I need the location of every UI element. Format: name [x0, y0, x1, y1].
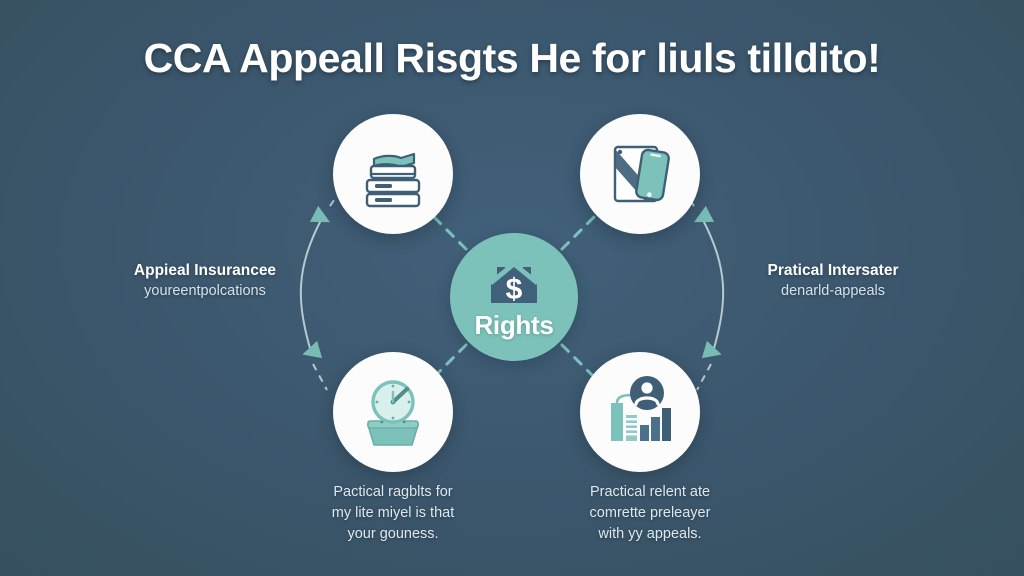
svg-text:$: $	[506, 273, 523, 306]
arc-left-tail-bottom	[312, 363, 328, 391]
caption-left: Appieal Insurancee youreentpolcations	[100, 260, 310, 302]
arc-right	[694, 205, 725, 359]
caption-bottom-right-line1: Practical relent ate	[589, 484, 711, 500]
node-chart[interactable]	[580, 352, 700, 472]
caption-bottom-right-line3: with yy appeals.	[598, 526, 702, 542]
caption-right-sub: denarld-appeals	[781, 283, 885, 299]
caption-right-head: Pratical Intersater	[767, 262, 899, 279]
caption-left-head: Appieal Insurancee	[133, 262, 277, 279]
document-smartphone-icon	[613, 145, 670, 203]
bar-chart-user-icon	[611, 376, 671, 441]
caption-bottom-right: Practical relent ate comrette preleayer …	[535, 482, 765, 545]
node-clock[interactable]	[333, 352, 453, 472]
arc-left	[299, 205, 330, 359]
spoke-hub-to-books	[428, 211, 468, 251]
caption-bottom-left: Pactical ragblts for my lite miyel is th…	[278, 482, 508, 545]
caption-bottom-left-line3: your gouness.	[347, 526, 439, 542]
center-hub[interactable]: $ Rights	[450, 233, 578, 361]
spoke-hub-to-document	[560, 211, 600, 251]
caption-right: Pratical Intersater denarld-appeals	[728, 260, 938, 302]
caption-bottom-left-line1: Pactical ragblts for	[333, 484, 453, 500]
clock-stand-icon	[366, 380, 420, 446]
page-title-light: He for liuls tilldito!	[529, 35, 881, 81]
caption-left-sub: youreentpolcations	[144, 283, 266, 299]
house-dollar-icon: $	[489, 260, 539, 306]
node-books[interactable]	[333, 114, 453, 234]
book-stack-icon	[365, 152, 421, 208]
caption-bottom-right-line2: comrette preleayer	[589, 505, 711, 521]
hub-label: Rights	[474, 309, 554, 340]
page-title-strong: CCA Appeall Risgts	[143, 35, 519, 81]
caption-bottom-left-line2: my lite miyel is that	[331, 505, 455, 521]
node-document[interactable]	[580, 114, 700, 234]
arc-right-tail-bottom	[696, 363, 712, 391]
page-title: CCA Appeall Risgts He for liuls tilldito…	[0, 31, 1024, 85]
